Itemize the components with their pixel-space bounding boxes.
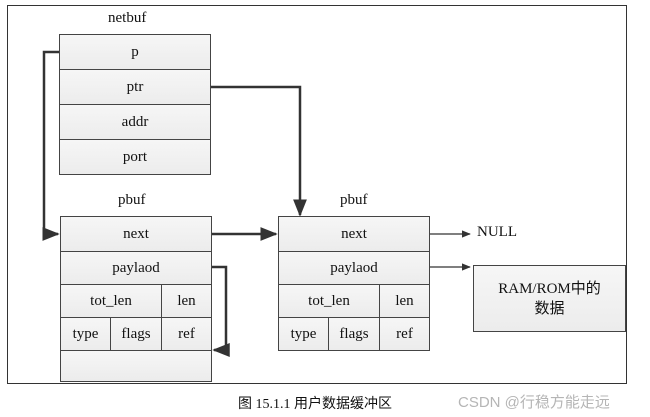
pbuf-right-tot-len: tot_len bbox=[278, 284, 380, 318]
pbuf-right-payload: paylaod bbox=[278, 251, 430, 285]
figure-caption: 图 15.1.1 用户数据缓冲区 bbox=[238, 397, 392, 412]
pbuf-left-data-area bbox=[60, 350, 212, 382]
pbuf-left-len: len bbox=[161, 284, 212, 318]
pbuf-right-len: len bbox=[379, 284, 430, 318]
arrow-left-payload-to-data bbox=[212, 265, 230, 357]
diagram-frame bbox=[7, 5, 627, 384]
netbuf-field-ptr: ptr bbox=[59, 69, 211, 105]
pbuf-right-flags: flags bbox=[328, 317, 380, 351]
pbuf-right-ref: ref bbox=[379, 317, 430, 351]
pbuf-left-payload: paylaod bbox=[60, 251, 212, 285]
netbuf-field-p: p bbox=[59, 34, 211, 70]
arrow-ptr-to-right-pbuf bbox=[211, 85, 307, 217]
null-label: NULL bbox=[477, 224, 517, 240]
netbuf-title: netbuf bbox=[108, 10, 147, 26]
arrow-p-to-left-next bbox=[42, 50, 60, 241]
pbuf-left-type: type bbox=[60, 317, 111, 351]
pbuf-left-title: pbuf bbox=[118, 192, 146, 208]
ram-rom-line1: RAM/ROM中的 bbox=[498, 280, 601, 297]
pbuf-right-title: pbuf bbox=[340, 192, 368, 208]
pbuf-left-tot-len: tot_len bbox=[60, 284, 162, 318]
ram-rom-data-box: RAM/ROM中的 数据 bbox=[473, 265, 626, 332]
ram-rom-line2: 数据 bbox=[534, 300, 565, 317]
pbuf-left-next: next bbox=[60, 216, 212, 252]
csdn-watermark: CSDN @行稳方能走远 bbox=[458, 394, 610, 411]
pbuf-left-ref: ref bbox=[161, 317, 212, 351]
netbuf-field-port: port bbox=[59, 139, 211, 175]
